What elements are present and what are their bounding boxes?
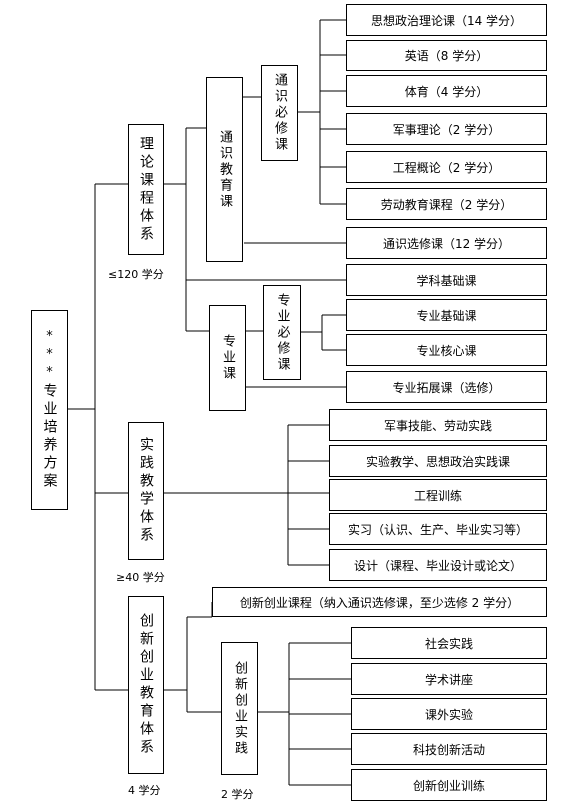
major-course-title: 专业课 xyxy=(220,334,235,382)
innovation-course-label: 创新创业课程（纳入通识选修课，至少选修 2 学分） xyxy=(239,595,520,610)
theory-credits: ≤120 学分 xyxy=(108,268,164,281)
discipline-basic-box: 学科基础课 xyxy=(346,264,547,296)
theory-system-box: 理论课程体系 xyxy=(128,124,164,255)
general-course-label: 劳动教育课程（2 学分） xyxy=(380,197,513,212)
practice-system-title: 实践教学体系 xyxy=(138,437,154,545)
practice-item-box: 实验教学、思想政治实践课 xyxy=(329,445,547,477)
root-title: 专业培养方案 xyxy=(41,383,58,491)
practice-item-label: 实习（认识、生产、毕业实习等） xyxy=(347,522,528,537)
general-course-label: 英语（8 学分） xyxy=(404,49,489,63)
root-prefix: *** xyxy=(42,329,57,383)
general-course-label: 思想政治理论课（14 学分） xyxy=(370,13,523,28)
practice-item-box: 实习（认识、生产、毕业实习等） xyxy=(329,513,547,545)
innovation-practice-item-box: 课外实验 xyxy=(351,698,547,730)
innovation-practice-credits: 2 学分 xyxy=(221,788,254,801)
general-course-box: 军事理论（2 学分） xyxy=(346,113,547,145)
general-required-box: 通识必修课 xyxy=(261,65,298,161)
general-course-label: 体育（4 学分） xyxy=(404,84,489,99)
innovation-practice-item-label: 课外实验 xyxy=(424,707,473,722)
practice-item-box: 工程训练 xyxy=(329,479,547,511)
innovation-practice-title: 创新创业实践 xyxy=(232,660,247,757)
practice-system-box: 实践教学体系 xyxy=(128,422,164,560)
innovation-system-box: 创新创业教育体系 xyxy=(128,596,164,774)
general-course-box: 劳动教育课程（2 学分） xyxy=(346,188,547,220)
innovation-practice-item-label: 创新创业训练 xyxy=(412,778,485,793)
general-education-box: 通识教育课 xyxy=(206,77,243,262)
general-course-box: 体育（4 学分） xyxy=(346,75,547,107)
innovation-practice-box: 创新创业实践 xyxy=(221,642,258,775)
practice-item-box: 设计（课程、毕业设计或论文） xyxy=(329,549,547,581)
general-required-title: 通识必修课 xyxy=(272,73,287,153)
theory-system-title: 理论课程体系 xyxy=(138,135,154,244)
general-course-label: 工程概论（2 学分） xyxy=(392,160,501,175)
innovation-practice-item-label: 社会实践 xyxy=(424,636,473,651)
innovation-credits: 4 学分 xyxy=(128,784,161,797)
general-elective-box: 通识选修课（12 学分） xyxy=(346,227,547,259)
innovation-practice-item-label: 学术讲座 xyxy=(424,672,473,687)
general-course-label: 军事理论（2 学分） xyxy=(392,122,501,137)
discipline-basic-label: 学科基础课 xyxy=(416,273,477,288)
general-course-box: 工程概论（2 学分） xyxy=(346,151,547,183)
practice-item-label: 设计（课程、毕业设计或论文） xyxy=(353,558,522,573)
major-required-title: 专业必修课 xyxy=(274,292,290,373)
general-elective-label: 通识选修课（12 学分） xyxy=(382,236,511,251)
general-course-box: 英语（8 学分） xyxy=(346,40,547,71)
practice-item-label: 军事技能、劳动实践 xyxy=(383,418,492,433)
major-extension-label: 专业拓展课（选修） xyxy=(392,380,501,395)
major-course-item-label: 专业基础课 xyxy=(416,308,477,323)
practice-credits: ≥40 学分 xyxy=(116,571,165,584)
innovation-practice-item-box: 科技创新活动 xyxy=(351,733,547,765)
practice-item-label: 工程训练 xyxy=(413,488,462,503)
practice-item-label: 实验教学、思想政治实践课 xyxy=(365,454,510,469)
practice-item-box: 军事技能、劳动实践 xyxy=(329,409,547,441)
major-extension-box: 专业拓展课（选修） xyxy=(346,371,547,403)
innovation-practice-item-box: 学术讲座 xyxy=(351,663,547,695)
root-box: *** 专业培养方案 xyxy=(31,310,68,510)
general-education-title: 通识教育课 xyxy=(217,129,232,210)
major-course-item-label: 专业核心课 xyxy=(416,343,477,358)
major-course-box: 专业课 xyxy=(209,305,246,411)
innovation-course-box: 创新创业课程（纳入通识选修课，至少选修 2 学分） xyxy=(212,587,547,617)
general-course-box: 思想政治理论课（14 学分） xyxy=(346,4,547,36)
major-required-box: 专业必修课 xyxy=(263,285,301,380)
major-course-item-box: 专业基础课 xyxy=(346,299,547,331)
innovation-system-title: 创新创业教育体系 xyxy=(138,613,154,757)
innovation-practice-item-label: 科技创新活动 xyxy=(412,742,485,757)
innovation-practice-item-box: 创新创业训练 xyxy=(351,769,547,801)
innovation-practice-item-box: 社会实践 xyxy=(351,627,547,659)
major-course-item-box: 专业核心课 xyxy=(346,334,547,366)
